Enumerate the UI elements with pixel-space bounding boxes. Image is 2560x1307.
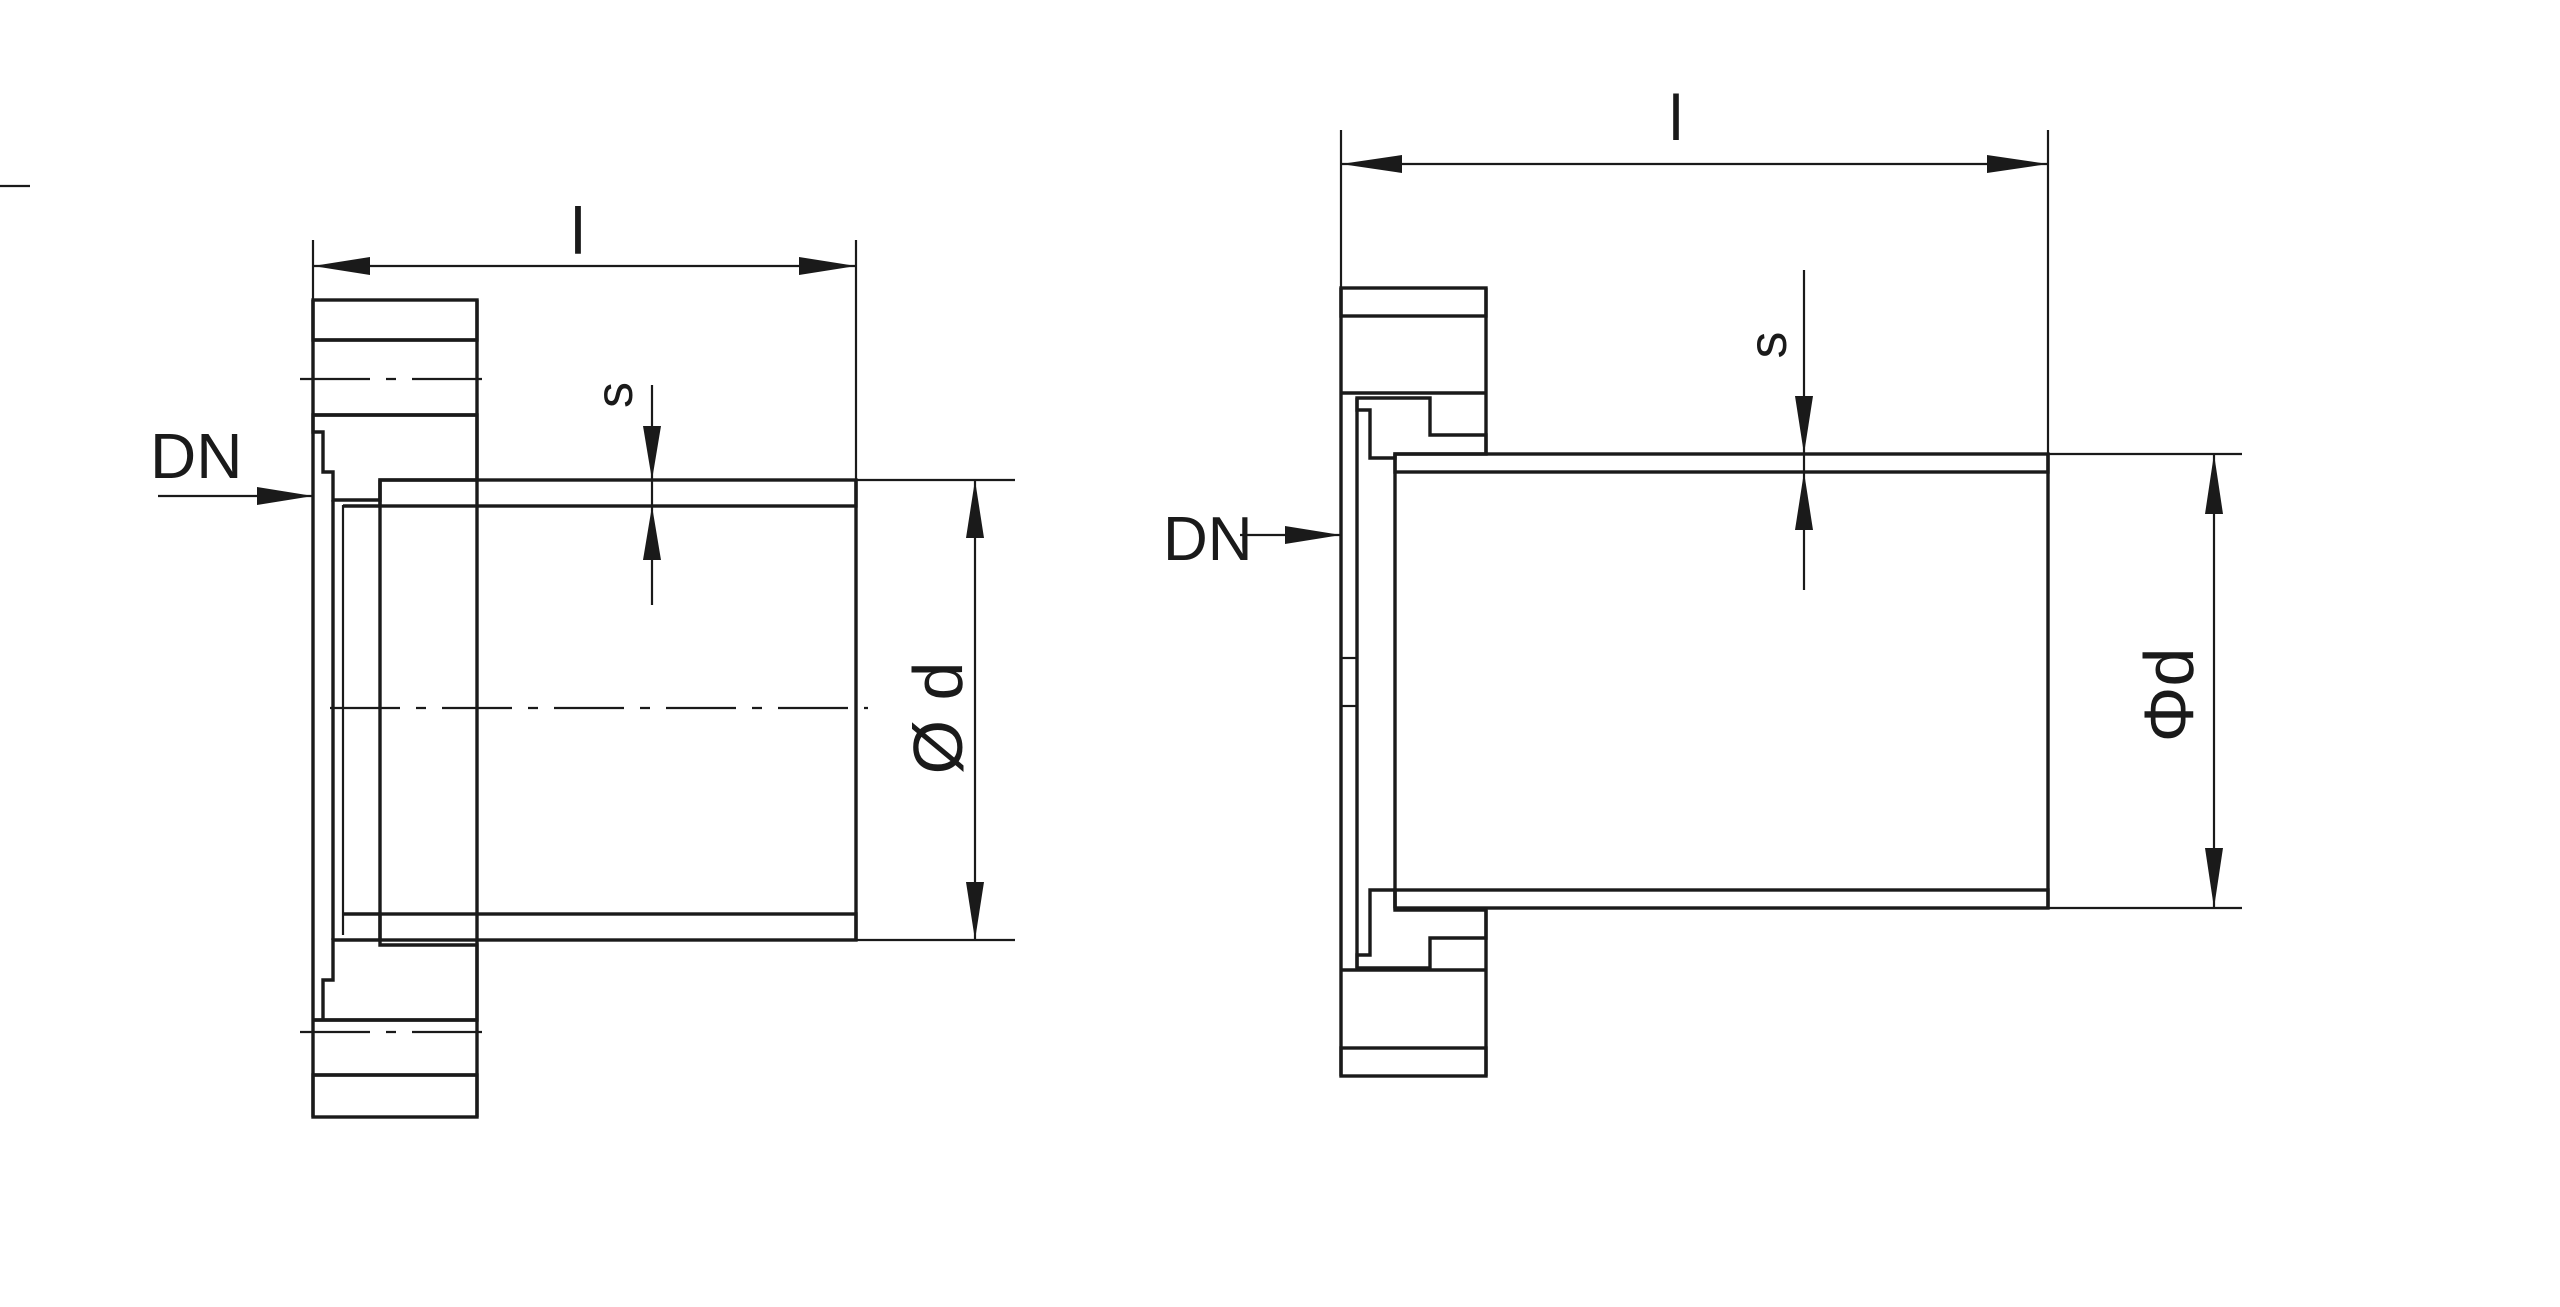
right-wall-dimension <box>1795 270 1813 590</box>
left-diameter-dimension <box>856 478 1015 942</box>
right-wall-label: s <box>1738 332 1798 359</box>
right-length-label: l <box>1669 82 1683 154</box>
left-view: l s Ø d DN <box>150 194 1015 1119</box>
right-pipe <box>1393 452 2050 910</box>
right-view: l s Φd DN <box>1163 82 2242 1078</box>
left-diameter-label: Ø d <box>899 662 977 775</box>
right-flange <box>1339 286 1488 1078</box>
left-nominal-label: DN <box>150 420 242 492</box>
left-length-dimension <box>311 240 858 480</box>
left-wall-dimension <box>643 385 661 605</box>
right-nominal-pointer <box>1240 526 1341 544</box>
right-diameter-dimension <box>2048 452 2242 910</box>
left-pipe <box>330 478 868 942</box>
left-flange <box>300 298 490 1119</box>
right-length-dimension <box>1339 130 2050 454</box>
left-nominal-pointer <box>158 487 313 505</box>
left-length-label: l <box>571 194 586 268</box>
right-nominal-label: DN <box>1163 505 1253 574</box>
left-wall-label: s <box>586 382 644 408</box>
right-diameter-label: Φd <box>2130 648 2208 743</box>
